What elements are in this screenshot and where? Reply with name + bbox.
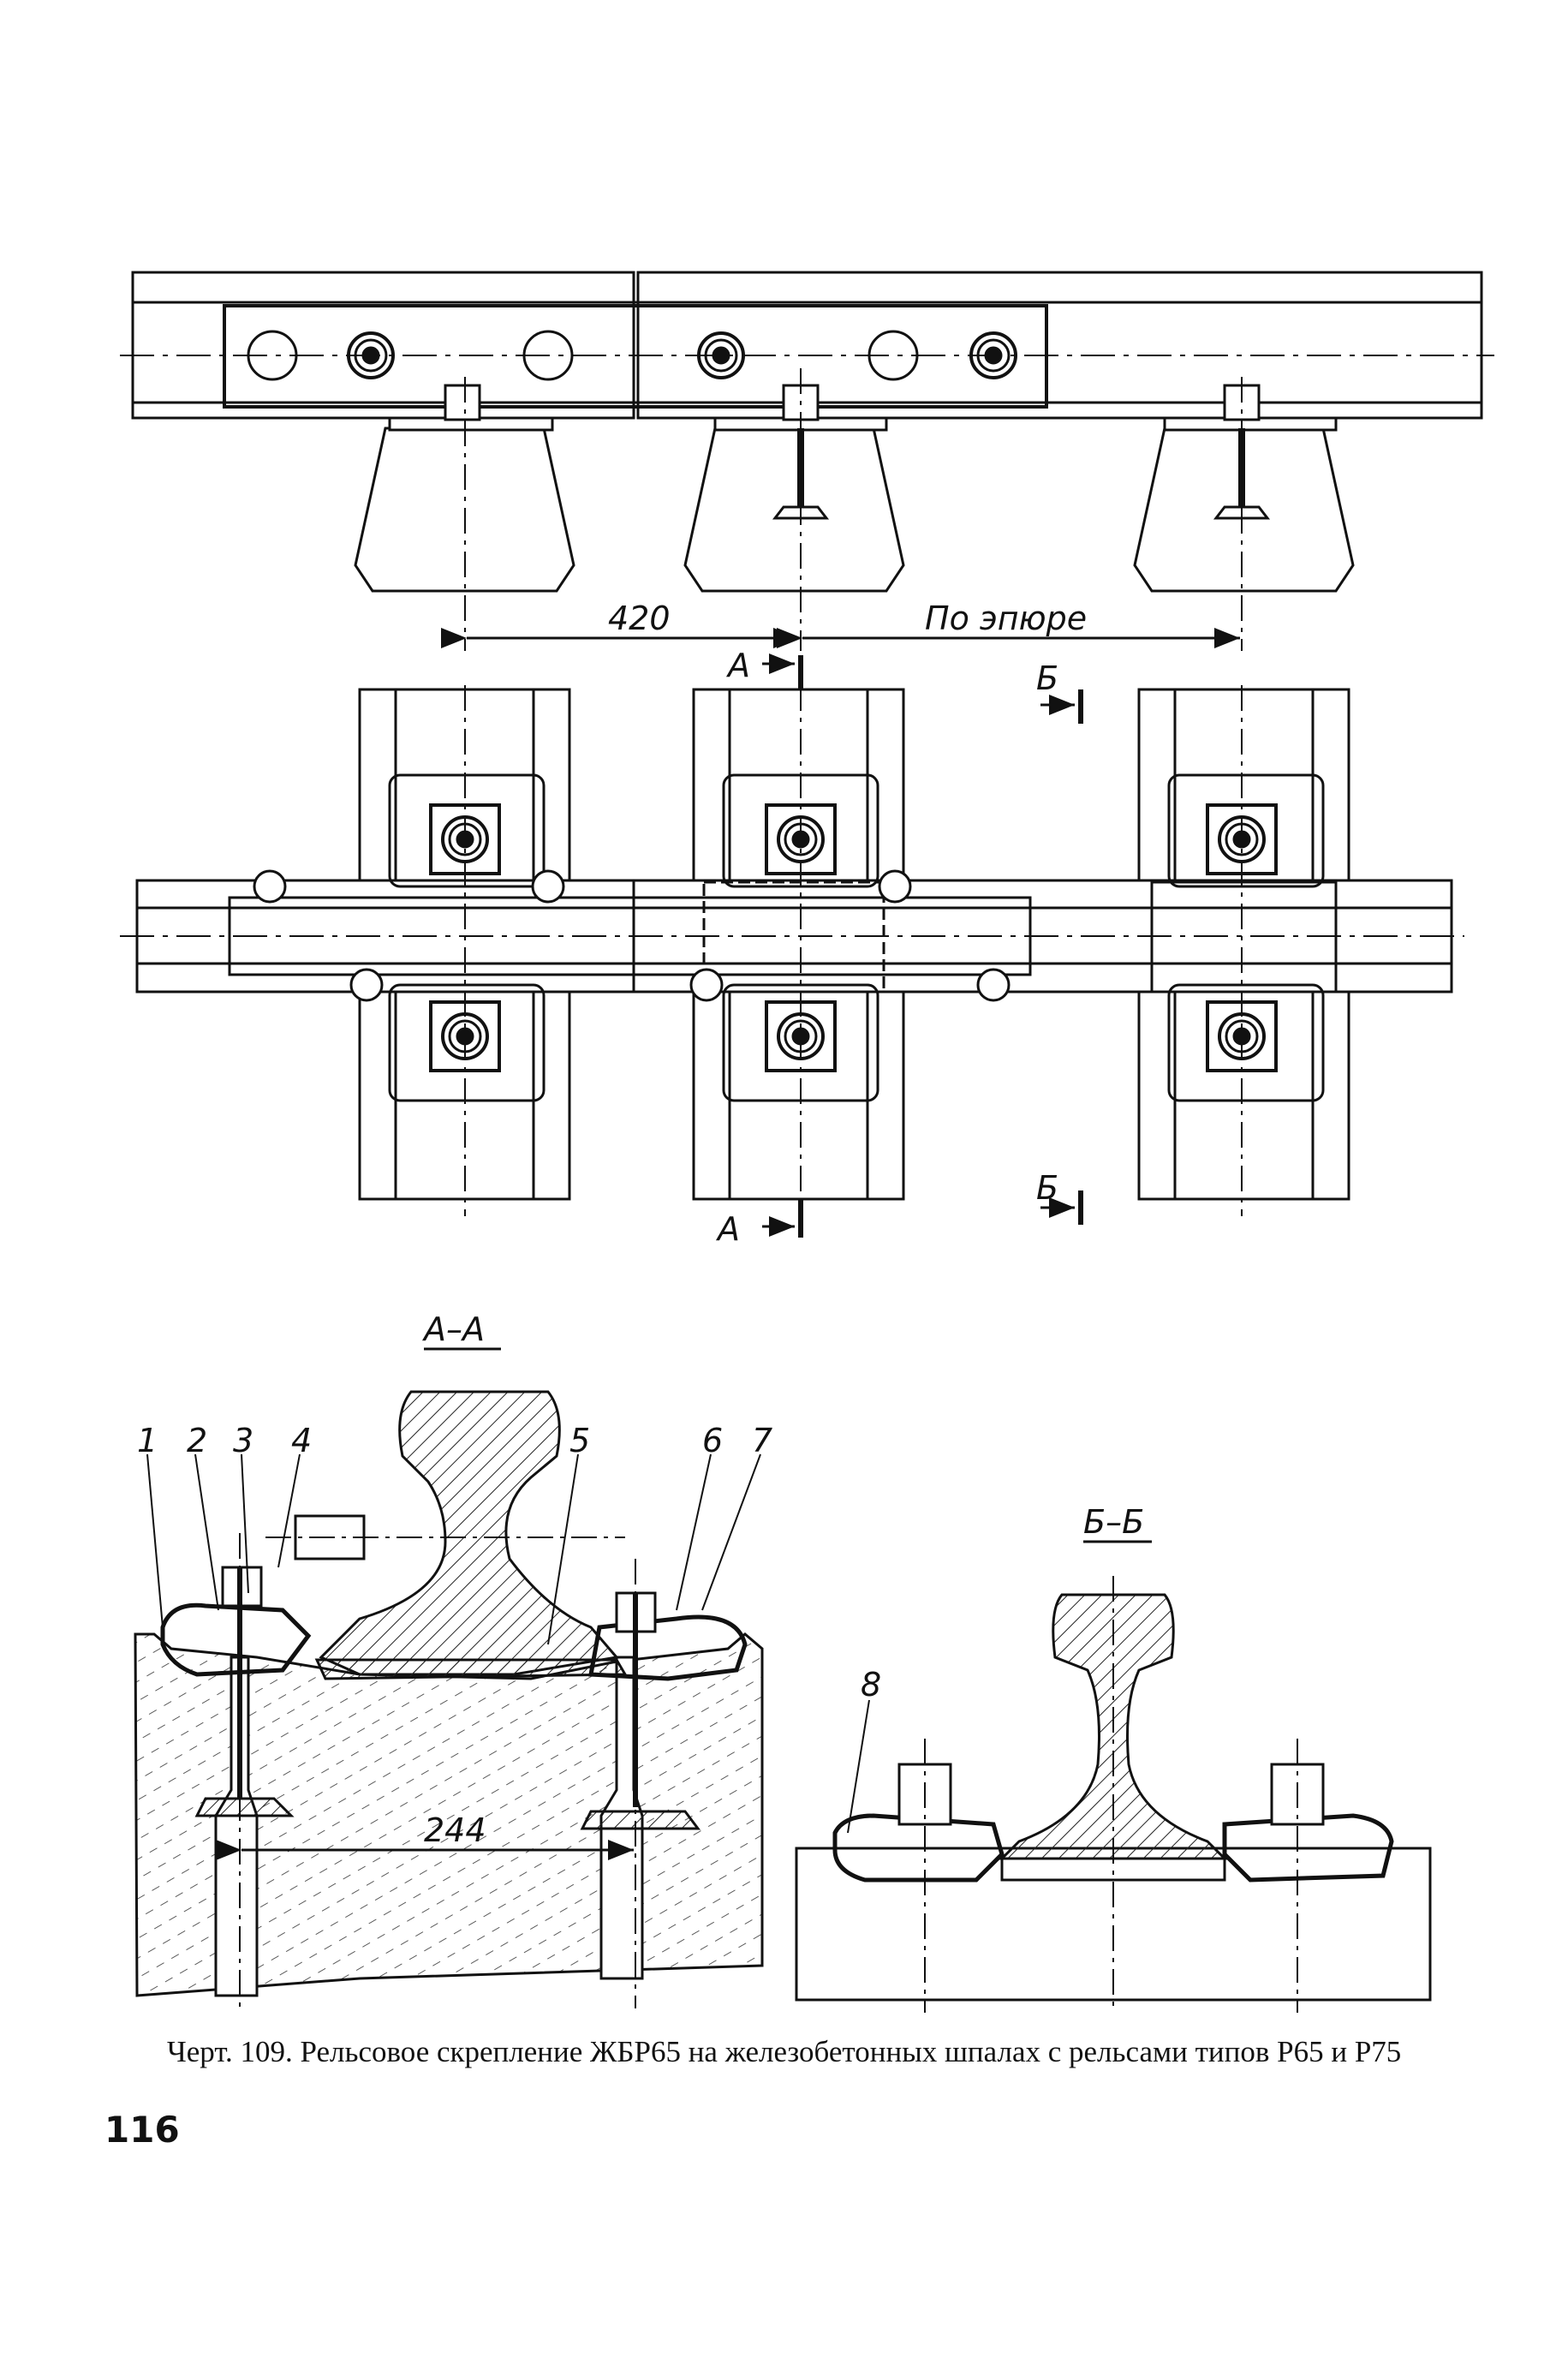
section-mark-b-top: Б (1036, 659, 1058, 697)
plan-view (120, 653, 1464, 1238)
figure-caption: Черт. 109. Рельсовое скрепление ЖБР65 на… (167, 2035, 1402, 2068)
section-mark-a-bottom: А (715, 1210, 740, 1248)
section-mark-a-top: А (725, 647, 750, 684)
page-number: 116 (104, 2109, 180, 2151)
part-number-6: 6 (702, 1422, 723, 1459)
part-number-5: 5 (569, 1422, 590, 1459)
part-number-7: 7 (752, 1422, 772, 1459)
part-number-4: 4 (291, 1422, 312, 1459)
side-elevation (120, 271, 1494, 651)
dimension-244: 244 (424, 1811, 486, 1849)
section-aa (134, 1347, 764, 2008)
section-title-bb: Б–Б (1083, 1503, 1144, 1541)
section-bb (795, 1540, 1432, 2013)
dimension-po-epyure: По эпюре (925, 600, 1087, 637)
part-number-2: 2 (187, 1422, 207, 1459)
section-mark-b-bottom: Б (1036, 1169, 1058, 1207)
part-number-3: 3 (233, 1422, 253, 1459)
rail-right-side (636, 271, 1483, 420)
dimension-420: 420 (608, 600, 671, 637)
section-title-aa: А–А (421, 1310, 485, 1348)
part-number-8: 8 (861, 1666, 881, 1704)
part-number-1: 1 (137, 1422, 158, 1459)
rail-left-side (131, 271, 635, 420)
